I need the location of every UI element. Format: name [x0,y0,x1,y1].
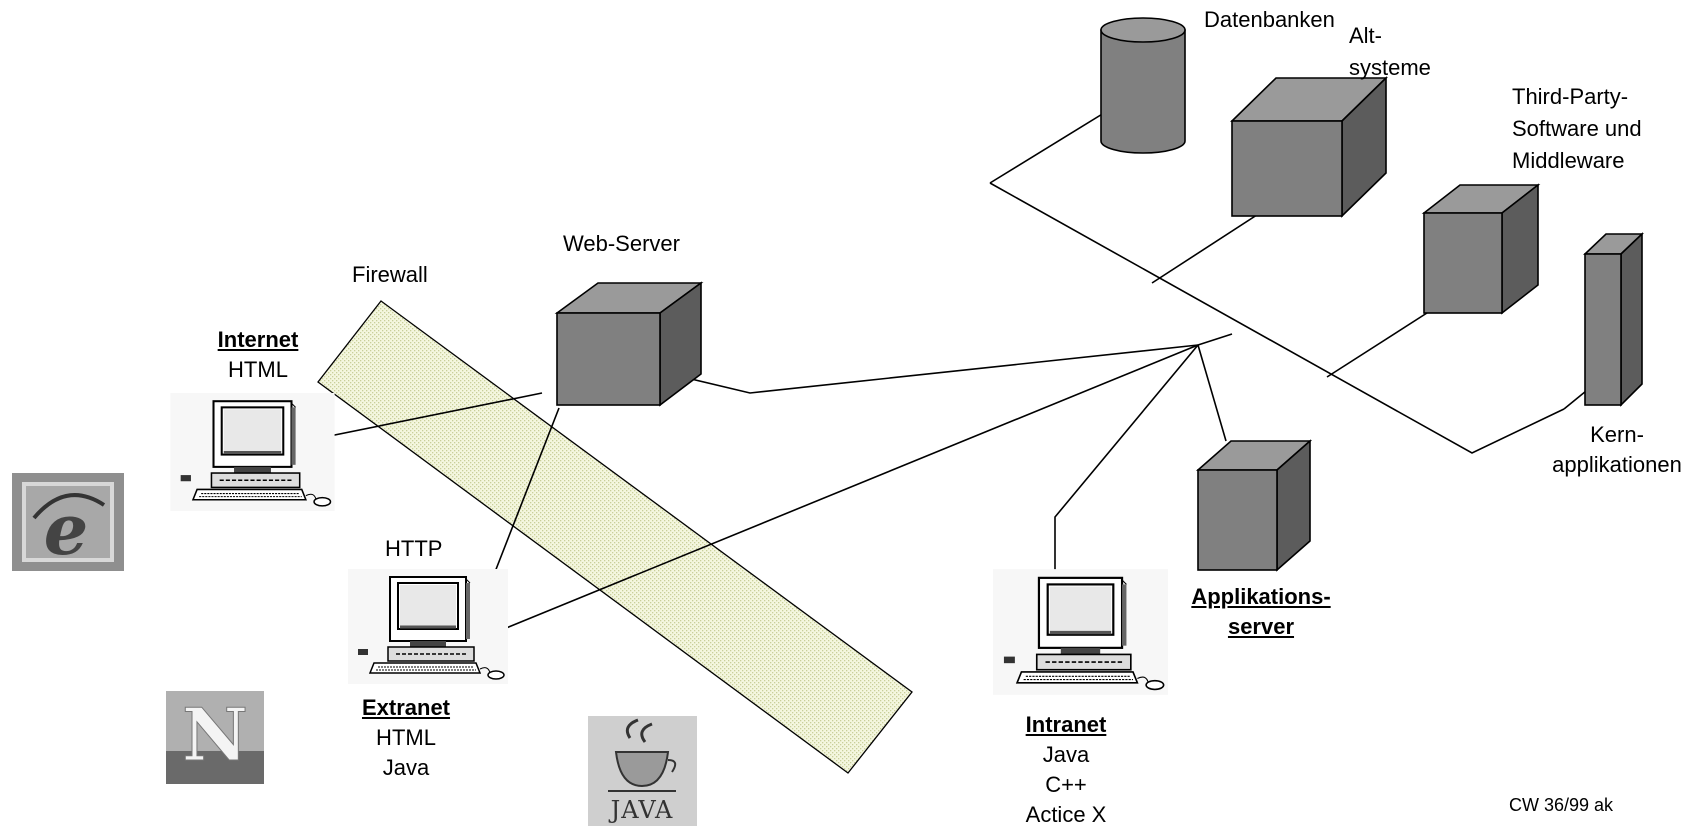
label-internet-group: Internet HTML [218,325,299,385]
webserver-hub-link [686,344,1199,394]
db-link [989,104,1118,184]
backbone-to-hub-link [1197,333,1233,346]
label-intranet-line1: Java [1042,742,1090,767]
internet-webserver-link [299,392,543,443]
label-third-party-line2: Software und [1512,116,1642,141]
label-extranet-title: Extranet [361,695,451,720]
label-intranet-line3: Actice X [1025,802,1107,827]
ie-logo-icon: e [12,473,124,571]
altsysteme-server-icon [1230,76,1388,218]
label-extranet-line2: Java [382,755,430,780]
label-third-party-line3: Middleware [1512,148,1625,173]
label-extranet-line1: HTML [376,725,436,750]
label-intranet-line2: C++ [1045,772,1087,797]
label-third-party: Third-Party- Software und Middleware [1512,81,1642,177]
web-server-icon [554,281,704,407]
label-intranet-group: Intranet Java C++ Actice X [1026,710,1107,830]
java-logo-text: JAVA [608,796,674,824]
label-internet-title: Internet [217,327,299,352]
label-kernapplikationen-line2: applikationen [1552,452,1682,477]
kernapplikationen-server-icon [1583,232,1644,407]
ie-logo-letter: e [44,488,89,571]
label-altsysteme-line2: systeme [1349,55,1431,80]
application-server-icon [1195,439,1313,572]
label-internet-line1: HTML [228,357,288,382]
connection-lines [299,104,1603,634]
hub-appserver-link [1197,344,1227,442]
label-third-party-line1: Third-Party- [1512,84,1629,109]
label-kernapplikationen: Kern- applikationen [1552,420,1682,480]
label-extranet-group: Extranet HTML Java [362,693,450,783]
label-altsysteme: Alt- systeme [1349,20,1431,84]
label-kernapplikationen-line1: Kern- [1590,422,1644,447]
intranet-computer-icon [993,569,1168,695]
label-datenbanken: Datenbanken [1204,7,1335,32]
netscape-logo-icon: N [166,691,264,784]
thirdparty-server-icon [1421,183,1541,315]
hub-intranet-link [1054,344,1199,570]
label-http: HTTP [385,536,443,561]
label-applikationsserver: Applikations- server [1191,582,1330,642]
java-logo-icon: JAVA [588,716,697,826]
label-applikationsserver-line2: server [1227,614,1295,639]
label-applikationsserver-line1: Applikations- [1191,584,1331,609]
label-credit: CW 36/99 ak [1509,795,1614,815]
label-firewall: Firewall [352,262,428,287]
firewall-band [317,300,913,774]
database-icon [1100,17,1186,154]
label-intranet-title: Intranet [1025,712,1107,737]
label-altsysteme-line1: Alt- [1349,23,1382,48]
extranet-computer-icon [348,569,508,684]
netscape-logo-letter: N [182,692,248,777]
internet-computer-icon [170,393,335,511]
label-web-server: Web-Server [563,231,680,256]
hub-extranet-link [493,344,1199,634]
backbone-line [989,182,1565,454]
